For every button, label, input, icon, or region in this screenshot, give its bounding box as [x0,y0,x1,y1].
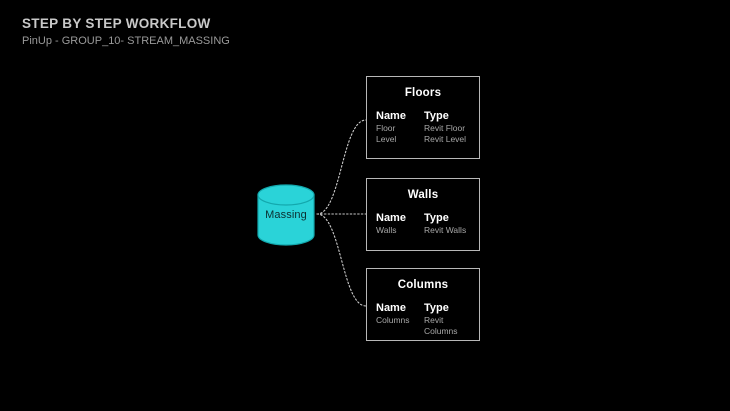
table-header-row: Name Type [376,301,479,315]
cell-type: Revit Level [424,134,467,144]
page-subtitle: PinUp - GROUP_10- STREAM_MASSING [22,35,230,47]
column-header-name: Name [376,212,406,224]
database-cylinder-icon [257,184,315,246]
connector-to-floors [316,119,367,215]
node-box-walls-table: Name Type Walls Revit Walls [376,211,479,236]
node-box-floors-title: Floors [404,87,442,99]
connector-to-columns [316,213,367,307]
column-header-name: Name [376,302,406,314]
node-box-columns-table: Name Type Columns Revit Columns [376,301,479,337]
cell-type: Revit Walls [424,225,467,235]
massing-node-label: Massing [265,209,307,221]
page-title: STEP BY STEP WORKFLOW [22,16,211,31]
table-row: Level Revit Level [376,134,479,145]
table-row: Columns Revit Columns [376,315,479,337]
header: STEP BY STEP WORKFLOW PinUp - GROUP_10- … [22,16,522,49]
column-header-type: Type [424,110,449,122]
column-header-type: Type [424,212,449,224]
column-header-name: Name [376,110,406,122]
node-box-floors[interactable]: Floors Name Type Floor Revit Floor Level… [366,76,480,159]
node-box-columns-title: Columns [397,279,449,291]
node-box-walls[interactable]: Walls Name Type Walls Revit Walls [366,178,480,251]
cell-name: Columns [376,315,410,325]
cell-name: Walls [376,225,397,235]
table-header-row: Name Type [376,211,479,225]
node-box-floors-table: Name Type Floor Revit Floor Level Revit … [376,109,479,145]
cell-name: Level [376,134,397,144]
massing-source-node[interactable]: Massing [257,184,315,246]
node-box-columns[interactable]: Columns Name Type Columns Revit Columns [366,268,480,341]
table-header-row: Name Type [376,109,479,123]
node-box-walls-title: Walls [407,189,439,201]
cell-type: Revit Columns [424,315,458,336]
table-row: Floor Revit Floor [376,123,479,134]
table-row: Walls Revit Walls [376,225,479,236]
column-header-type: Type [424,302,449,314]
cell-type: Revit Floor [424,123,466,133]
cell-name: Floor [376,123,396,133]
